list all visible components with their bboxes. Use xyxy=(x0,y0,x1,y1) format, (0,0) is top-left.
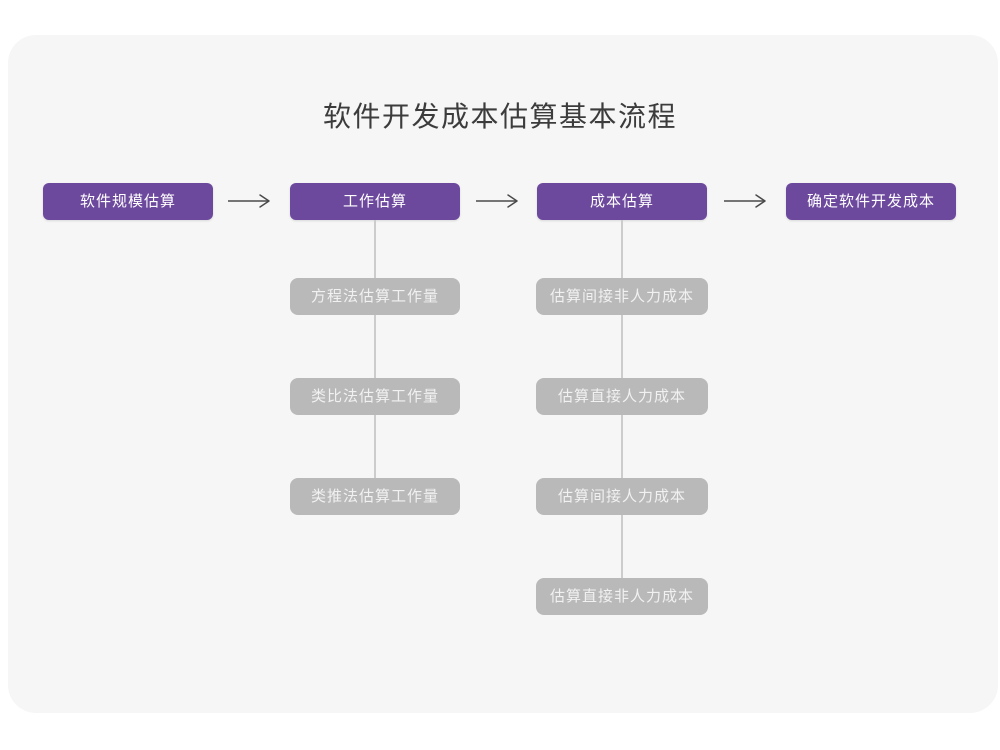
connector-line-work-estimation xyxy=(374,220,376,497)
right-arrow-icon xyxy=(476,194,518,208)
right-arrow-icon xyxy=(228,194,270,208)
sub-step-box-indirect-labor-cost: 估算间接人力成本 xyxy=(536,478,708,515)
sub-step-box-direct-labor-cost: 估算直接人力成本 xyxy=(536,378,708,415)
stage-box-determine-development-cost: 确定软件开发成本 xyxy=(786,183,956,220)
sub-step-box-equation-method: 方程法估算工作量 xyxy=(290,278,460,315)
sub-step-box-direct-non-labor-cost: 估算直接非人力成本 xyxy=(536,578,708,615)
diagram-title: 软件开发成本估算基本流程 xyxy=(322,101,677,132)
stage-box-software-scale-estimation: 软件规模估算 xyxy=(43,183,213,220)
sub-step-box-extrapolation-method: 类推法估算工作量 xyxy=(290,478,460,515)
right-arrow-icon xyxy=(724,194,766,208)
stage-box-cost-estimation: 成本估算 xyxy=(537,183,707,220)
stage-box-work-estimation: 工作估算 xyxy=(290,183,460,220)
sub-step-box-analogy-method: 类比法估算工作量 xyxy=(290,378,460,415)
sub-step-box-indirect-non-labor-cost: 估算间接非人力成本 xyxy=(536,278,708,315)
flowchart-card xyxy=(8,35,998,713)
